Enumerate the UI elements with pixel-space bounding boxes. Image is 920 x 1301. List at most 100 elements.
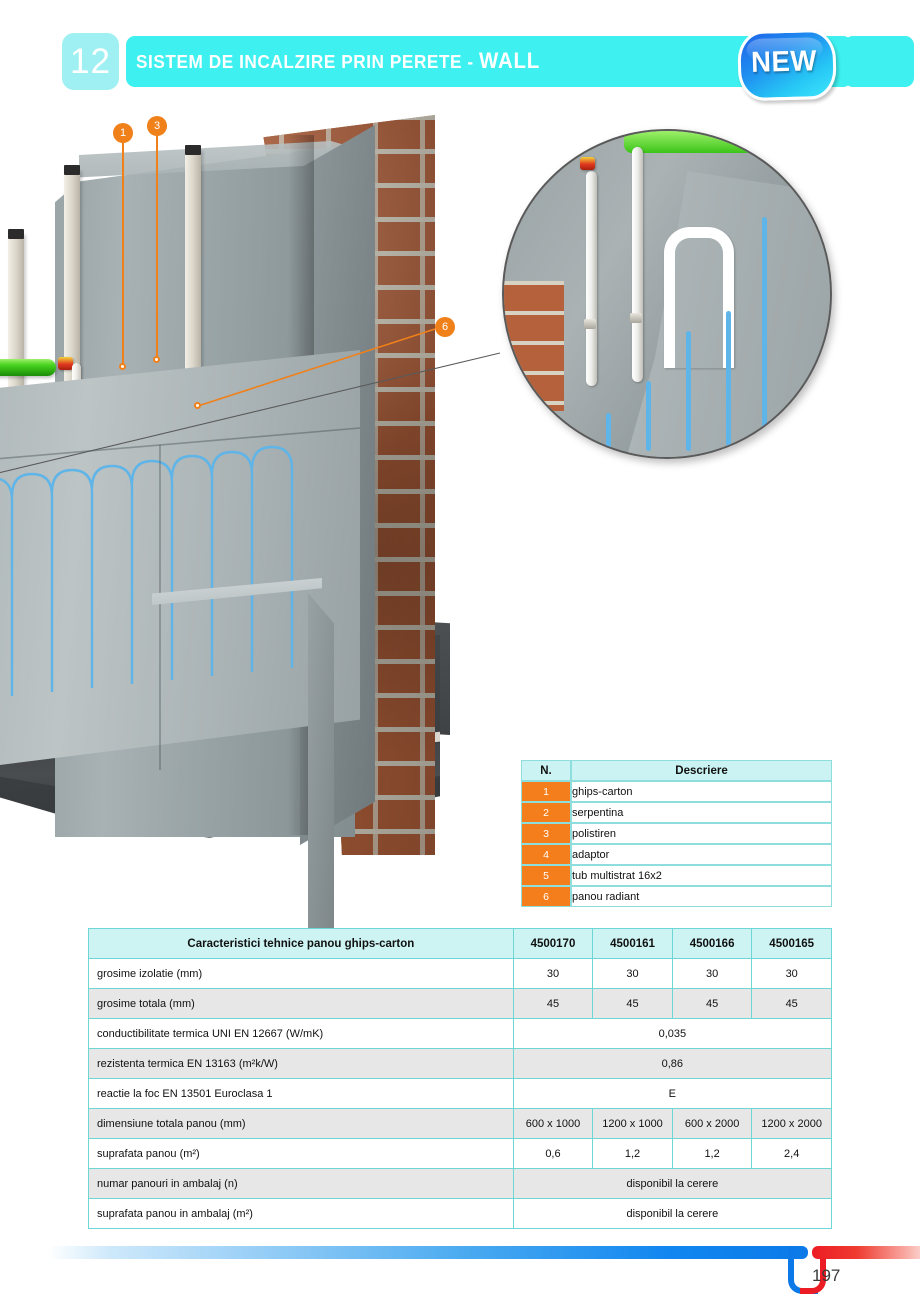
spec-value-merged: E [512,1078,833,1109]
page-number: 197 [812,1266,841,1285]
spec-value: 45 [592,988,673,1019]
spec-value: 45 [751,988,832,1019]
spec-value: 45 [671,988,753,1019]
spec-row: grosime totala (mm) 45 45 45 45 [88,988,832,1019]
spec-row: suprafata panou in ambalaj (m²) disponib… [88,1198,833,1229]
spec-value: 600 x 1000 [512,1108,594,1139]
spec-row: suprafata panou (m²) 0,6 1,2 1,2 2,4 [88,1138,832,1169]
detail-brick [504,281,564,411]
spec-row: grosime izolatie (mm) 30 30 30 30 [88,958,832,989]
new-badge: NEW [734,26,837,102]
header-title-bar [126,36,852,87]
spec-row: reactie la foc EN 13501 Euroclasa 1 E [88,1078,833,1109]
spec-label: numar panouri in ambalaj (n) [88,1168,514,1199]
new-badge-label: NEW [750,44,818,79]
detail-circuit-line-3 [686,331,691,451]
header-bar-tail [844,36,914,87]
callout-endpoint-1 [119,363,126,370]
spec-value: 0,6 [512,1138,594,1169]
detail-circuit-line-5 [606,413,611,453]
spec-value: 1200 x 1000 [592,1108,673,1139]
metal-stud-1-cap [8,229,24,239]
page-title-accent: WALL [479,48,540,73]
spec-value: 30 [751,958,832,989]
spec-value: 1200 x 2000 [751,1108,832,1139]
spec-value-merged: disponibil la cerere [512,1198,833,1229]
legend-number: 5 [521,865,571,886]
spec-code-header: 4500161 [592,928,673,959]
wall-system-illustration: 1 3 6 [0,105,860,973]
serpentine-circuit [0,427,360,770]
insulated-tube-upper [0,359,56,376]
page-title: SISTEM DE INCALZIRE PRIN PERETE - WALL [136,48,540,74]
spec-code-header: 4500170 [512,928,594,959]
spec-value-merged: disponibil la cerere [512,1168,833,1199]
section-cut-line [0,352,501,474]
spec-code-header: 4500165 [751,928,832,959]
detail-zoom-inset [502,129,832,459]
detail-circuit-line-1 [762,217,767,437]
radiant-panel-block [0,350,360,973]
legend-number: 6 [521,886,571,907]
spec-label: conductibilitate termica UNI EN 12667 (W… [88,1018,514,1049]
legend-number: 4 [521,844,571,865]
detail-fitting-top [580,157,595,170]
panel-side-edge [308,593,334,973]
legend-row: 1 ghips-carton [521,781,832,802]
spec-table-title: Caracteristici tehnice panou ghips-carto… [88,928,514,959]
callout-endpoint-3 [153,356,160,363]
callout-marker-3: 3 [147,116,167,136]
footer-red-pipe [812,1246,920,1259]
spec-value: 1,2 [671,1138,753,1169]
spec-value: 600 x 2000 [671,1108,753,1139]
callout-endpoint-6 [194,402,201,409]
spec-code-header: 4500166 [671,928,753,959]
detail-pipe-right [632,147,643,382]
metal-stud-2-cap [64,165,80,175]
detail-pipe-left [586,171,597,386]
page-header: 12 SISTEM DE INCALZIRE PRIN PERETE - WAL… [62,28,914,102]
spec-label: grosime izolatie (mm) [88,958,514,989]
spec-row: conductibilitate termica UNI EN 12667 (W… [88,1018,833,1049]
metal-stud-3-cap [185,145,201,155]
callout-label-6: 6 [441,321,449,333]
spec-row: rezistenta termica EN 13163 (m²k/W) 0,86 [88,1048,833,1079]
spec-value: 30 [512,958,594,989]
callout-leader-6 [197,328,436,407]
spec-label: rezistenta termica EN 13163 (m²k/W) [88,1048,514,1079]
legend-number: 2 [521,802,571,823]
page-footer: 197 [0,1238,920,1300]
legend-header-description: Descriere [571,760,832,781]
legend-description: serpentina [571,802,832,823]
legend-header-row: N. Descriere [521,760,832,781]
legend-description: polistiren [571,823,832,844]
spec-value-merged: 0,86 [512,1048,833,1079]
legend-number: 3 [521,823,571,844]
spec-label: reactie la foc EN 13501 Euroclasa 1 [88,1078,514,1109]
radiant-panel-face [0,350,360,770]
detail-fitting-mid-right [630,313,642,323]
chapter-number-badge: 12 [62,33,119,90]
spec-label: suprafata panou in ambalaj (m²) [88,1198,514,1229]
spec-value: 30 [592,958,673,989]
legend-row: 2 serpentina [521,802,832,823]
callout-leader-1 [122,143,124,365]
spec-value: 30 [671,958,753,989]
legend-description: ghips-carton [571,781,832,802]
detail-circuit-line-2 [726,311,731,446]
spec-label: suprafata panou (m²) [88,1138,514,1169]
spec-row: numar panouri in ambalaj (n) disponibil … [88,1168,833,1199]
spec-label: grosime totala (mm) [88,988,514,1019]
detail-fitting-mid-left [584,319,596,329]
legend-row: 3 polistiren [521,823,832,844]
callout-marker-6: 6 [435,317,455,337]
tube-fitting-upper [58,357,73,370]
legend-description: tub multistrat 16x2 [571,865,832,886]
detail-insulated-tube [624,131,754,153]
legend-description: panou radiant [571,886,832,907]
callout-marker-1: 1 [113,123,133,143]
spec-value-merged: 0,035 [512,1018,833,1049]
spec-value: 45 [512,988,594,1019]
callout-label-1: 1 [119,127,127,139]
chapter-number: 12 [70,42,111,81]
